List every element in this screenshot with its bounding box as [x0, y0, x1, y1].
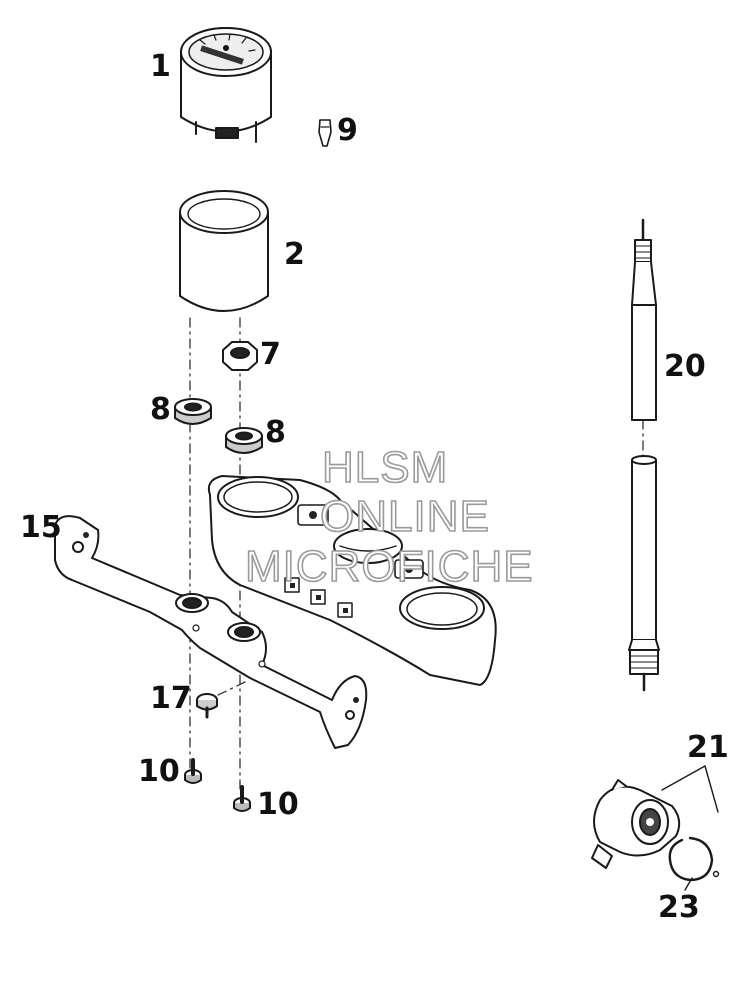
triple-clamp-part: [207, 475, 497, 686]
speedo-drive-part: [591, 779, 681, 869]
bulb-part: [318, 119, 332, 147]
callout-7: 7: [260, 337, 281, 372]
rubber-cup-part: [179, 190, 269, 312]
circlip-part: [668, 836, 720, 882]
watermark-line-3: MICROFICHE: [244, 542, 534, 591]
leader-lines: [661, 765, 719, 891]
watermark-line-1: HLSM: [321, 443, 449, 492]
speedo-cable-part: [628, 218, 660, 692]
callout-23: 23: [658, 890, 700, 925]
grommet-left-part: [174, 398, 212, 425]
callout-15: 15: [20, 510, 62, 545]
bracket-part: [54, 515, 368, 749]
callout-10-right: 10: [257, 787, 299, 822]
watermark-line-2: ONLINE: [319, 492, 490, 541]
callout-9: 9: [337, 113, 358, 148]
screw-left-part: [184, 758, 202, 784]
nut-part: [222, 341, 258, 371]
screw-right-part: [233, 785, 251, 812]
callout-17: 17: [150, 681, 192, 716]
callout-21: 21: [687, 730, 729, 765]
speedometer-part: [180, 27, 272, 143]
callout-8-right: 8: [265, 415, 286, 450]
callout-1: 1: [150, 49, 171, 84]
callout-20: 20: [664, 349, 706, 384]
grommet-right-part: [225, 427, 263, 454]
callout-8-left: 8: [150, 392, 171, 427]
flange-bolt-part: [196, 693, 218, 719]
callout-2: 2: [284, 237, 305, 272]
callout-10-left: 10: [138, 754, 180, 789]
